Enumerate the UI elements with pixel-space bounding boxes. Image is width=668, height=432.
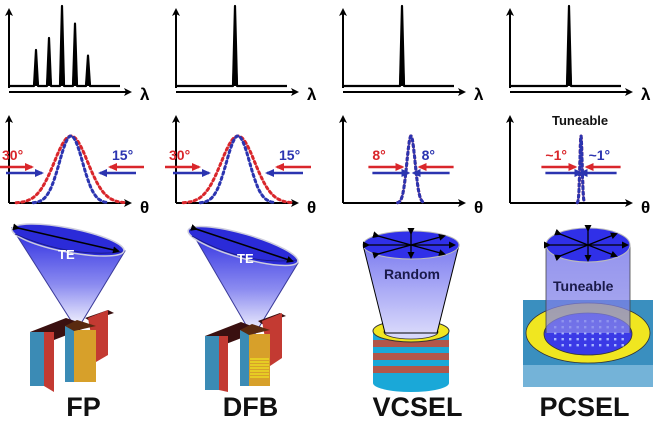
- dfb-left-angle: 30°: [169, 147, 190, 163]
- fp-spectrum: λ: [5, 4, 150, 104]
- vcsel-spectrum-x-label: λ: [474, 85, 484, 104]
- fp-beam-label: TE: [58, 247, 75, 262]
- fp-right-angle: 15°: [112, 147, 133, 163]
- pc-hole: [584, 344, 587, 347]
- device-label-vcsel: VCSEL: [372, 392, 463, 422]
- dfb-blue-profile: [198, 134, 278, 205]
- vcsel-beam-label: Random: [384, 266, 440, 282]
- dfb-right-angle: 15°: [279, 147, 300, 163]
- fp-spectrum-peak: [59, 6, 65, 86]
- dfb-spectrum-peak: [232, 6, 238, 86]
- dfb-chip: [205, 313, 286, 392]
- pc-hole: [554, 332, 557, 335]
- pc-hole: [599, 338, 602, 341]
- pc-hole: [606, 338, 609, 341]
- pc-hole: [584, 332, 587, 335]
- vcsel-right-angle: 8°: [422, 147, 435, 163]
- pc-hole: [576, 332, 579, 335]
- pc-hole: [621, 338, 624, 341]
- vcsel-spectrum-peak: [399, 6, 405, 86]
- dfb-grating: [250, 358, 269, 378]
- dfb-spectrum-line: [176, 4, 287, 88]
- pc-hole: [569, 332, 572, 335]
- pc-hole: [561, 332, 564, 335]
- fp-spectrum-peak: [46, 38, 52, 86]
- beam-profile-row: 30° 15° θ 30° 15° θ 8° 8° θ ~1° ~1° θ Tuneable: [0, 113, 650, 217]
- pcsel-emission-beam: Tuneable: [544, 225, 631, 333]
- device-label-pcsel: PCSEL: [539, 392, 630, 422]
- vcsel-left-angle: 8°: [372, 147, 385, 163]
- pc-hole: [606, 344, 609, 347]
- dfb-beam-label: TE: [237, 251, 254, 266]
- pc-hole: [584, 338, 587, 341]
- pcsel-beam-x-label: θ: [641, 198, 650, 217]
- fp-spectrum-x-label: λ: [140, 85, 150, 104]
- pc-hole: [576, 338, 579, 341]
- pc-hole: [576, 344, 579, 347]
- vcsel-beam-profile: 8° 8° θ: [339, 115, 483, 217]
- pc-hole: [621, 344, 624, 347]
- fp-spectrum-peak: [72, 23, 78, 87]
- vcsel-spectrum-line: [343, 4, 454, 88]
- pc-hole: [614, 332, 617, 335]
- fp-spectrum-peak: [85, 55, 91, 86]
- vcsel-emission-beam: Random: [362, 228, 460, 334]
- vcsel-spectrum: λ: [339, 4, 484, 104]
- fp-spectrum-peak: [33, 50, 39, 86]
- dfb-emission-cone: TE: [187, 224, 299, 338]
- vcsel-beam-x-label: θ: [474, 198, 483, 217]
- pc-hole: [591, 332, 594, 335]
- random-polarization-arrows: [363, 228, 456, 259]
- pc-hole: [591, 344, 594, 347]
- pcsel-beam-label: Tuneable: [553, 278, 614, 294]
- fp-blue-profile: [31, 134, 111, 205]
- fp-beam-profile: 30° 15° θ: [0, 115, 149, 217]
- device-label-fp: FP: [66, 392, 101, 422]
- tuneable-polarization-arrows: [544, 225, 629, 262]
- pc-hole: [606, 332, 609, 335]
- fp-device: TE: [10, 223, 126, 392]
- dfb-spectrum: λ: [172, 4, 317, 104]
- pc-hole: [561, 344, 564, 347]
- pcsel-spectrum-line: [510, 4, 621, 88]
- pcsel-device: Tuneable: [523, 225, 653, 387]
- vcsel-blue-profile: [396, 134, 426, 205]
- dfb-beam-profile: 30° 15° θ: [165, 115, 316, 217]
- pcsel-beam-profile: ~1° ~1° θ Tuneable: [506, 113, 650, 217]
- device-label-dfb: DFB: [222, 392, 279, 422]
- pcsel-left-angle: ~1°: [545, 147, 567, 163]
- fp-chip: [30, 310, 114, 392]
- fp-beam-x-label: θ: [140, 198, 149, 217]
- pc-hole: [591, 338, 594, 341]
- dfb-spectrum-x-label: λ: [307, 85, 317, 104]
- pc-hole: [614, 344, 617, 347]
- pcsel-right-angle: ~1°: [589, 147, 611, 163]
- pc-hole: [554, 338, 557, 341]
- fp-left-angle: 30°: [2, 147, 23, 163]
- pc-hole: [599, 332, 602, 335]
- pc-hole: [561, 338, 564, 341]
- pc-hole: [614, 338, 617, 341]
- pcsel-beam-title: Tuneable: [552, 113, 608, 128]
- dfb-device: TE: [187, 224, 299, 392]
- pc-hole: [569, 338, 572, 341]
- fp-emission-cone: TE: [10, 223, 126, 331]
- pc-hole: [621, 332, 624, 335]
- pcsel-spectrum-x-label: λ: [641, 85, 651, 104]
- fp-red-profile: [14, 134, 128, 205]
- vcsel-device: Random: [362, 228, 460, 392]
- dfb-red-profile: [181, 134, 295, 205]
- dfb-beam-x-label: θ: [307, 198, 316, 217]
- pc-hole: [569, 344, 572, 347]
- pcsel-blue-profile: [575, 133, 587, 205]
- pc-hole: [599, 344, 602, 347]
- pcsel-spectrum: λ: [506, 4, 651, 104]
- pcsel-spectrum-peak: [566, 6, 572, 86]
